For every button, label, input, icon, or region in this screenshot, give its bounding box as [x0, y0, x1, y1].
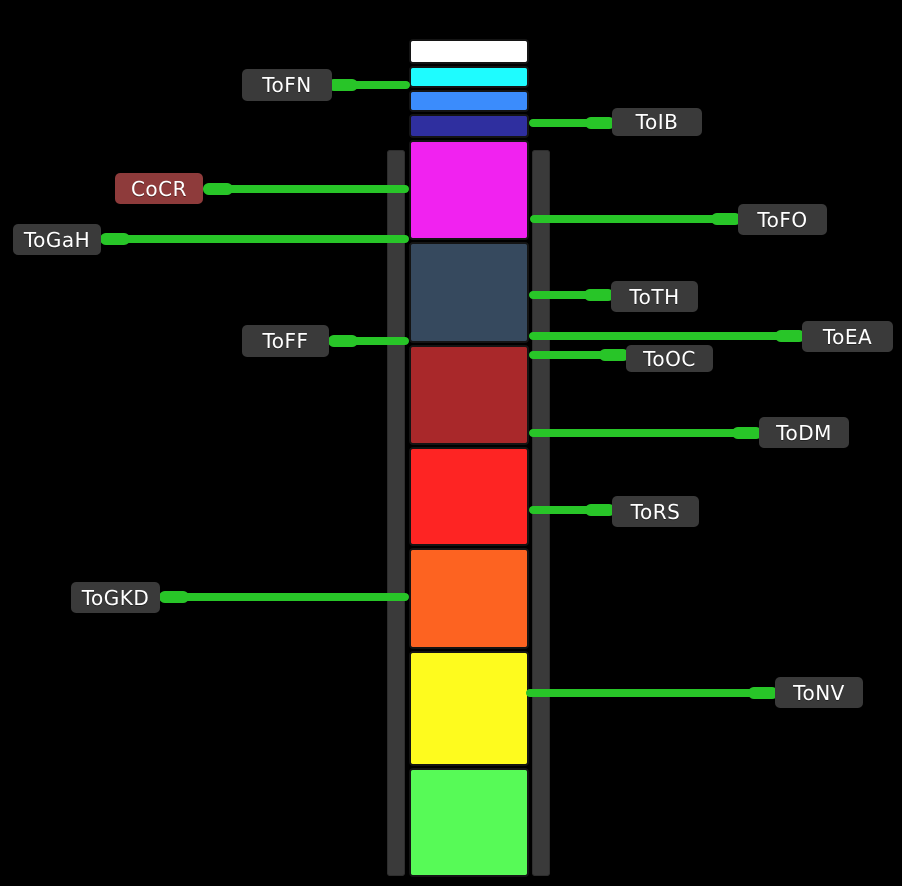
- connector-head-icon: [775, 330, 805, 342]
- band-green: [409, 768, 529, 877]
- connector-head-icon: [100, 233, 130, 245]
- annotation-label: ToFN: [262, 73, 312, 97]
- connector-line-toff: [328, 335, 409, 347]
- annotation-tofn: ToFN: [242, 69, 332, 101]
- connector-line-todm: [529, 427, 762, 439]
- annotation-label: ToNV: [793, 680, 845, 705]
- connector-line-tonv: [526, 687, 778, 699]
- connector-head-icon: [748, 687, 778, 699]
- annotation-togkd: ToGKD: [71, 582, 160, 613]
- annotation-tors: ToRS: [612, 496, 699, 527]
- annotation-togah: ToGaH: [13, 224, 101, 255]
- band-white: [409, 39, 529, 64]
- annotation-label: ToIB: [635, 110, 679, 134]
- band-navy: [409, 114, 529, 138]
- annotation-label: ToGKD: [81, 585, 150, 610]
- connector-line-cocr: [203, 183, 409, 195]
- band-dark-red: [409, 345, 529, 445]
- connector-line-tofo: [530, 213, 741, 225]
- connector-head-icon: [732, 427, 762, 439]
- connector-head-icon: [711, 213, 741, 225]
- band-slate: [409, 242, 529, 343]
- band-orange: [409, 548, 529, 649]
- connector-line-togah: [100, 233, 409, 245]
- connector-line-toib: [529, 117, 615, 129]
- connector-line-tofn: [328, 79, 410, 91]
- annotation-tofo: ToFO: [738, 204, 827, 235]
- connector-head-icon: [584, 289, 614, 301]
- connector-line-tooc: [529, 349, 629, 361]
- band-red: [409, 447, 529, 546]
- connector-line-toth: [529, 289, 614, 301]
- connector-head-icon: [585, 504, 615, 516]
- connector-head-icon: [203, 183, 233, 195]
- connector-head-icon: [585, 117, 615, 129]
- connector-head-icon: [159, 591, 189, 603]
- connector-line-tors: [529, 504, 615, 516]
- annotation-toth: ToTH: [611, 281, 698, 312]
- annotation-label: CoCR: [130, 176, 188, 201]
- annotation-toff: ToFF: [242, 325, 329, 357]
- annotation-label: ToFF: [262, 329, 309, 353]
- connector-line-toea: [529, 330, 805, 342]
- connector-head-icon: [599, 349, 629, 361]
- annotation-todm: ToDM: [759, 417, 849, 448]
- connector-head-icon: [328, 335, 358, 347]
- annotation-label: ToFO: [757, 207, 808, 232]
- connector-head-icon: [328, 79, 358, 91]
- band-cyan: [409, 66, 529, 88]
- band-blue: [409, 90, 529, 112]
- left-rail: [387, 150, 405, 876]
- annotation-label: ToEA: [822, 324, 873, 349]
- annotation-tooc: ToOC: [626, 345, 713, 372]
- band-magenta: [409, 140, 529, 240]
- annotation-label: ToRS: [630, 499, 681, 524]
- connector-line-togkd: [159, 591, 409, 603]
- annotation-toea: ToEA: [802, 321, 893, 352]
- annotation-label: ToTH: [629, 284, 680, 309]
- annotation-tonv: ToNV: [775, 677, 863, 708]
- annotation-toib: ToIB: [612, 108, 702, 136]
- annotation-cocr: CoCR: [115, 173, 203, 204]
- band-yellow: [409, 651, 529, 766]
- annotation-label: ToGaH: [23, 227, 91, 252]
- annotation-label: ToDM: [776, 420, 832, 445]
- annotation-label: ToOC: [643, 346, 696, 371]
